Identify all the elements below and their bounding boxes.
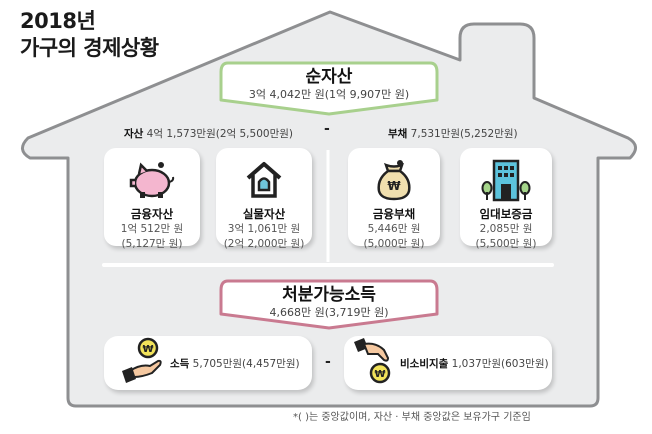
card-value: 2,085만 원 (479, 223, 533, 235)
income-box: ₩ 소득 5,705만원(4,457만원) (104, 336, 312, 390)
hand-receiving-coin-icon: ₩ (120, 337, 166, 389)
card-label: 실물자산 (242, 207, 286, 221)
assets-value: 4억 1,573만원(2억 5,500만원) (146, 128, 293, 140)
card-label: 금융자산 (130, 207, 174, 221)
house-icon (216, 156, 312, 204)
card-financial-debt: ₩ 금융부채 5,446만 원 (5,000만 원) (348, 148, 440, 250)
disposable-income-value: 4,668만 원(3,719만 원) (269, 306, 389, 319)
card-label: 임대보증금 (479, 207, 533, 221)
card-value: 5,446만 원 (367, 223, 421, 235)
hand-giving-coin-icon: ₩ (352, 336, 398, 390)
card-value: 1억 512만 원 (120, 223, 184, 235)
card-value: 3억 1,061만 원 (227, 223, 301, 235)
footnote: *( )는 중앙값이며, 자산 · 부채 중앙값은 보유가구 기준임 (293, 412, 531, 423)
svg-text:₩: ₩ (142, 344, 153, 355)
assets-label: 자산 (124, 128, 144, 140)
card-rental-deposit: 임대보증금 2,085만 원 (5,500만 원) (460, 148, 552, 250)
card-median: (5,000만 원) (363, 238, 425, 250)
disposable-income-banner-shape (219, 279, 439, 330)
minus-sign-income: - (325, 354, 331, 370)
net-assets-value: 3억 4,042만 원(1억 9,907만 원) (248, 88, 410, 101)
piggy-bank-icon (104, 156, 200, 204)
liabilities-value: 7,531만원(5,252만원) (410, 128, 518, 140)
svg-text:₩: ₩ (374, 369, 385, 380)
title-main: 가구의 경제상황 (20, 36, 159, 60)
income-text: 소득 5,705만원(4,457만원) (170, 356, 300, 371)
title-year: 2018년 (20, 9, 96, 33)
minus-sign: - (324, 121, 330, 137)
disposable-income-label: 처분가능소득 (282, 285, 376, 305)
money-bag-icon: ₩ (348, 156, 440, 204)
liabilities-label: 부채 (388, 128, 408, 140)
building-icon (460, 156, 552, 204)
net-assets-label: 순자산 (305, 67, 353, 87)
liabilities-summary: 부채 7,531만원(5,252만원) (388, 126, 518, 141)
assets-summary: 자산 4억 1,573만원(2억 5,500만원) (124, 126, 293, 141)
page-title: 2018년 가구의 경제상황 (20, 8, 159, 62)
svg-text:₩: ₩ (387, 179, 401, 193)
card-real-assets: 실물자산 3억 1,061만 원 (2억 2,000만 원) (216, 148, 312, 250)
non-consumption-box: ₩ 비소비지출 1,037만원(603만원) (344, 336, 552, 390)
non-consumption-text: 비소비지출 1,037만원(603만원) (400, 356, 549, 371)
non-consumption-label: 비소비지출 (400, 357, 449, 370)
income-value: 5,705만원(4,457만원) (192, 357, 300, 370)
income-label: 소득 (170, 357, 190, 370)
card-median: (2억 2,000만 원) (223, 238, 305, 250)
card-median: (5,500만 원) (475, 238, 537, 250)
card-median: (5,127만 원) (121, 238, 183, 250)
net-assets-banner: 순자산 3억 4,042만 원(1억 9,907만 원) (222, 62, 436, 102)
card-financial-assets: 금융자산 1억 512만 원 (5,127만 원) (104, 148, 200, 250)
card-label: 금융부채 (372, 207, 416, 221)
disposable-income-banner: 처분가능소득 4,668만 원(3,719만 원) (222, 280, 436, 320)
non-consumption-value: 1,037만원(603만원) (451, 357, 549, 370)
net-assets-banner-shape (219, 61, 439, 116)
